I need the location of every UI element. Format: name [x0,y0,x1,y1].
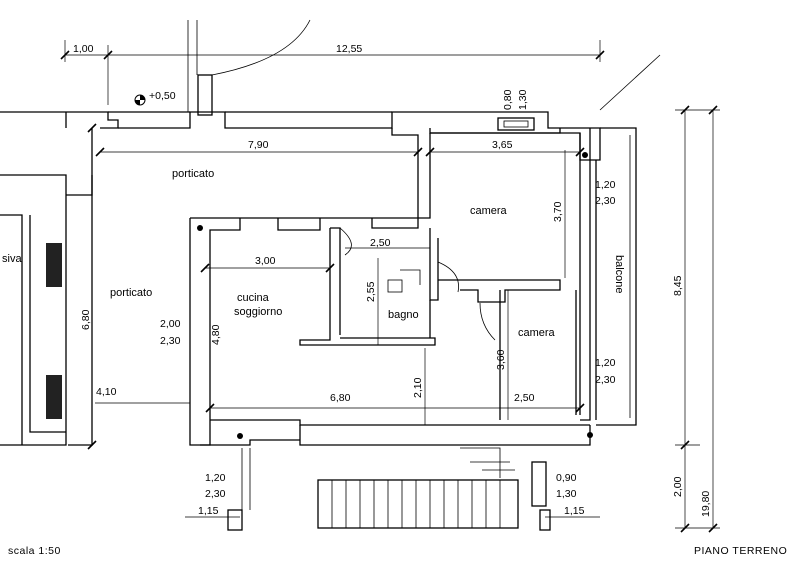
dim-4-10: 4,10 [96,386,117,398]
dim-2-00-left: 2,00 [160,318,181,330]
dim-2-30-left: 2,30 [160,335,181,347]
dim-2-30-c: 2,30 [205,488,226,500]
dim-0-50: +0,50 [149,90,176,102]
dimension-labels: 1,00 12,55 +0,50 0,80 1,30 7,90 3,65 3,7… [73,43,712,517]
room-porticato-left: porticato [110,287,152,299]
dim-1-20-c: 1,20 [205,472,226,484]
room-labels: porticato porticato camera camera cucina… [2,168,625,339]
dim-3-65: 3,65 [492,139,513,151]
dim-3-00: 3,00 [255,255,276,267]
dim-3-70: 3,70 [552,201,564,222]
room-camera-right: camera [518,327,556,339]
stairs [317,447,547,529]
room-bagno: bagno [388,309,419,321]
dim-0-80: 0,80 [502,89,514,110]
dim-1-20-b: 1,20 [595,357,616,369]
dim-1-00: 1,00 [73,43,94,55]
dim-2-50-bagno: 2,50 [370,237,391,249]
dim-1-15-right: 1,15 [564,505,585,517]
dim-1-30-top: 1,30 [517,89,529,110]
dim-1-20-a: 1,20 [595,179,616,191]
dim-6-80-left: 6,80 [80,309,92,330]
dim-0-90: 0,90 [556,472,577,484]
dim-2-55: 2,55 [365,281,377,302]
dim-2-30-b: 2,30 [595,374,616,386]
scale-label: scala 1:50 [8,545,61,557]
dim-1-30-bottom: 1,30 [556,488,577,500]
dim-2-30-a: 2,30 [595,195,616,207]
room-cut-left: siva [2,253,22,265]
room-soggiorno: soggiorno [234,306,282,318]
dim-2-00-right: 2,00 [672,476,684,497]
dim-2-10: 2,10 [412,377,424,398]
dim-12-55: 12,55 [336,43,362,55]
dim-6-80-bottom: 6,80 [330,392,351,404]
room-porticato-top: porticato [172,168,214,180]
walls [0,19,661,531]
room-camera-top: camera [470,205,508,217]
dimension-ticks [60,50,718,533]
room-cucina: cucina [237,292,270,304]
dim-3-60: 3,60 [495,349,507,370]
dim-7-90: 7,90 [248,139,269,151]
floor-label: PIANO TERRENO [694,545,787,557]
dim-19-80: 19,80 [700,491,712,517]
dim-8-45: 8,45 [672,275,684,296]
room-balcone: balcone [613,255,625,294]
dim-1-15-left: 1,15 [198,505,219,517]
dim-4-80: 4,80 [210,324,222,345]
dim-2-50-bottom: 2,50 [514,392,535,404]
